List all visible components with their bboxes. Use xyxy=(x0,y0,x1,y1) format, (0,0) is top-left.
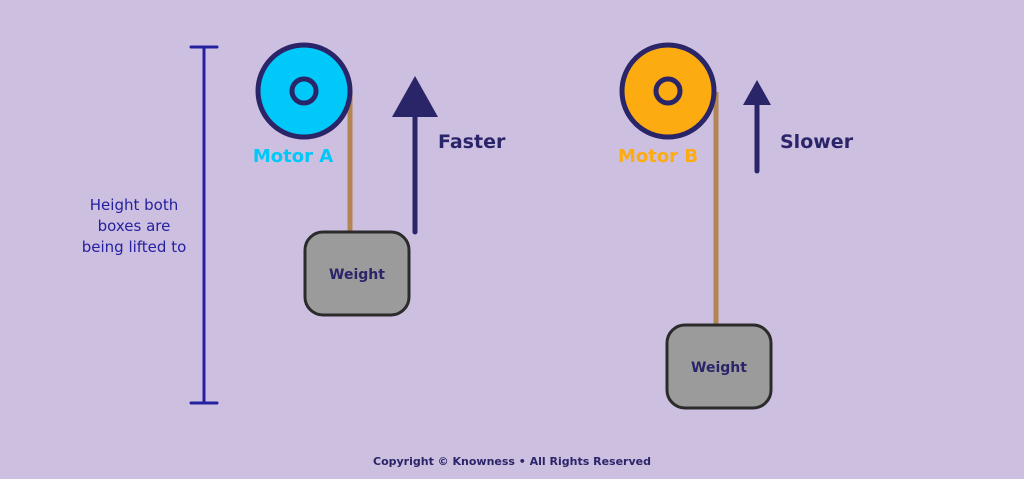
motor-a-speed-label: Faster xyxy=(438,131,506,153)
height-label-line-1: Height both xyxy=(90,196,178,214)
motor-b-weight-label: Weight xyxy=(691,360,747,376)
motor-b-up-arrow-head-icon xyxy=(743,80,771,105)
motor-b-hub xyxy=(653,76,683,106)
motor-b-assembly: Motor B Weight Slower xyxy=(618,42,854,410)
motor-a-wheel xyxy=(255,42,353,140)
motor-a-weight-box xyxy=(303,230,411,317)
motor-a-weight-label: Weight xyxy=(329,267,385,283)
motor-a-assembly: Motor A Weight Faster xyxy=(253,42,506,317)
motor-b-wheel xyxy=(619,42,717,140)
height-label-line-3: being lifted to xyxy=(82,238,187,256)
footer-copyright: Copyright © Knowness • All Rights Reserv… xyxy=(373,455,651,468)
motor-a-label: Motor A xyxy=(253,146,333,167)
motor-b-speed-label: Slower xyxy=(780,131,854,153)
height-indicator: Height both boxes are being lifted to xyxy=(82,45,219,405)
motor-b-label: Motor B xyxy=(618,146,698,167)
motor-b-weight-box xyxy=(665,323,773,410)
motor-a-up-arrow-head-icon xyxy=(392,76,438,117)
height-label-line-2: boxes are xyxy=(98,217,171,235)
motor-a-hub xyxy=(289,76,319,106)
